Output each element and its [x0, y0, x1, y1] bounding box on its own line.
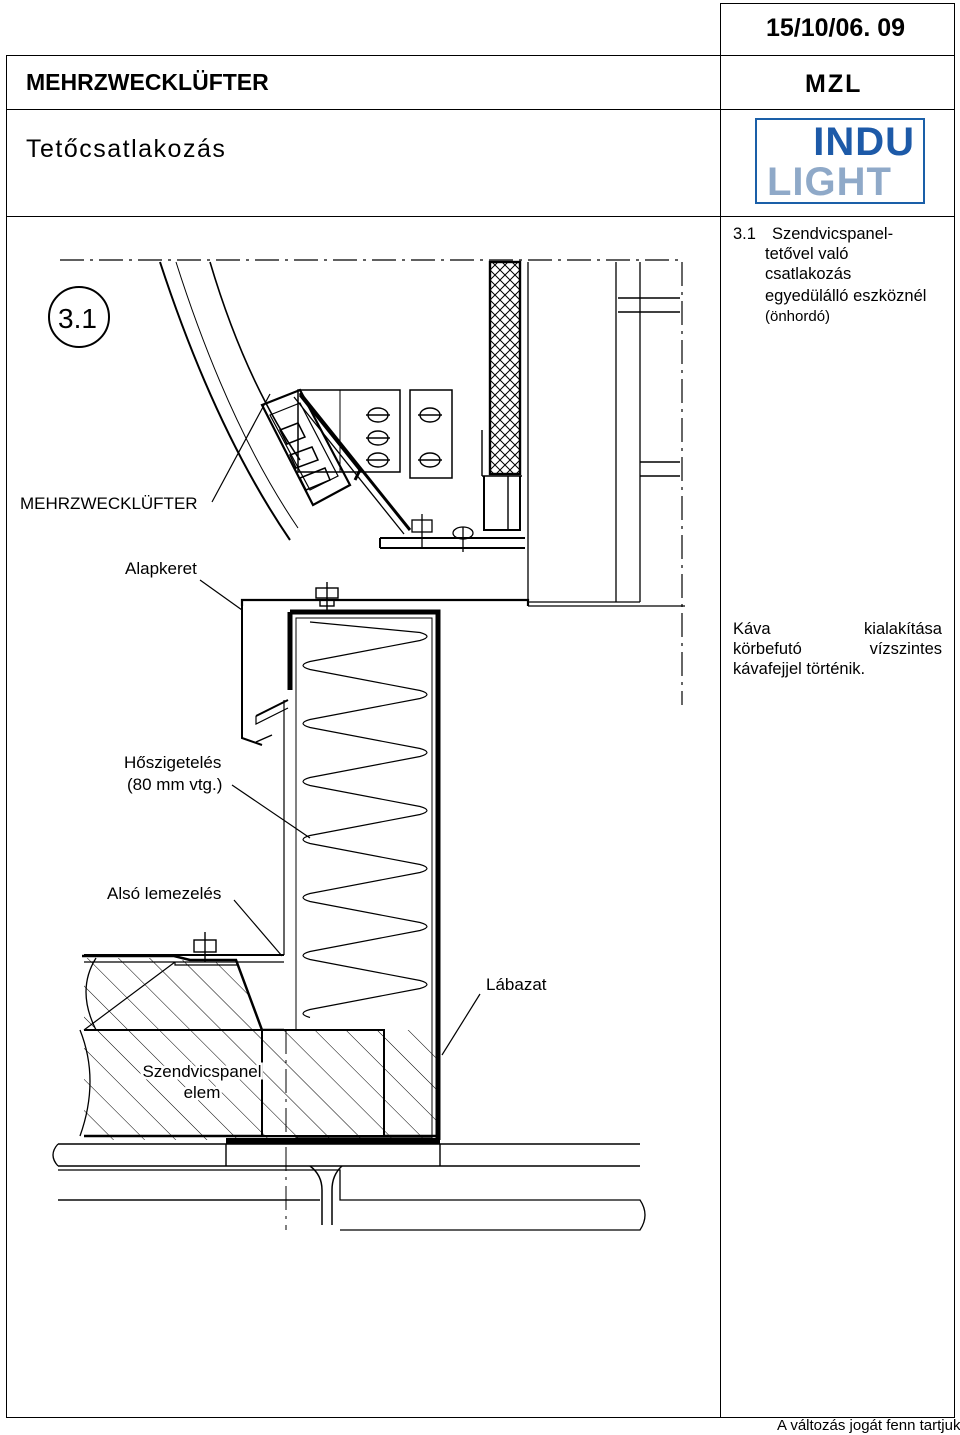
leader-also-lemezeles [233, 899, 283, 957]
label-also-lemezeles: Alsó lemezelés [107, 884, 221, 903]
side-note-number: 3.1 [733, 225, 756, 243]
code-cell [720, 55, 955, 110]
side-note-line-4: egyedülálló eszköznél [765, 287, 927, 305]
page-subtitle: Tetőcsatlakozás [26, 135, 227, 163]
logo-text-top: INDU [813, 120, 915, 164]
detail-marker-circle [48, 286, 110, 348]
sandwich-panel [79, 954, 440, 1140]
kava-note-line-2: körbefutó vízszintes [733, 640, 942, 659]
bottom-skin-plate [226, 1138, 440, 1144]
curb-outer-skin [290, 609, 441, 1140]
label-szendvicspanel-1: Szendvicspanel [142, 1062, 261, 1081]
side-note-line-1: Szendvicspanel- [772, 225, 894, 243]
leader-labazat [441, 993, 481, 1056]
logo-text-bottom: LIGHT [767, 160, 892, 204]
label-hoszigeteles-2: (80 mm vtg.) [127, 775, 222, 794]
base-plate-bolts [411, 514, 474, 552]
bolt-row [366, 407, 442, 468]
product-title: MEHRZWECKLÜFTER [26, 69, 269, 95]
label-hoszigeteles-1: Hőszigetelés [124, 753, 221, 772]
indulight-logo: INDU LIGHT [755, 118, 925, 204]
insulation-zigzag [302, 621, 428, 1019]
side-note-line-3: csatlakozás [765, 265, 852, 283]
kava-note-line-3: kávafejjel történik. [733, 660, 866, 678]
detail-marker-label: 3.1 [58, 303, 97, 334]
product-code: MZL [805, 70, 863, 98]
curb-bolt [315, 582, 339, 612]
panel-bolt [193, 932, 217, 962]
i-beam-web [309, 1165, 343, 1225]
kava-note-line-1: Káva kialakítása [733, 620, 942, 639]
date-code: 15/10/06. 09 [766, 14, 906, 42]
ventilator-casing-outer [159, 261, 291, 541]
base-frame-channel [240, 598, 530, 606]
label-szendvicspanel-2: elem [184, 1083, 221, 1102]
leader-alapkeret [199, 579, 243, 611]
z-profile-upper [241, 606, 263, 746]
leader-mehrzwecklufter [211, 393, 271, 503]
vertical-insulated-panel [488, 260, 522, 476]
upper-bracket [297, 389, 401, 473]
kava-note-word-4: vízszintes [869, 640, 942, 658]
insulation-zigzag-path [302, 621, 428, 1019]
label-alapkeret: Alapkeret [125, 559, 197, 578]
kava-note-word-1: Káva [733, 620, 771, 638]
kava-note-word-2: kialakítása [864, 620, 942, 638]
footer-disclaimer: A változás jogát fenn tartjuk! [777, 1417, 960, 1434]
ventilator-casing-inner [209, 261, 301, 461]
kava-note-word-3: körbefutó [733, 640, 802, 658]
side-note-line-5: (önhordó) [765, 308, 831, 325]
label-mehrzwecklufter: MEHRZWECKLÜFTER [20, 494, 198, 513]
leader-hoszigeteles [231, 784, 311, 839]
notes-column-frame [720, 216, 955, 1418]
label-labazat: Lábazat [486, 975, 547, 994]
side-note-line-2: tetővel való [765, 245, 849, 263]
